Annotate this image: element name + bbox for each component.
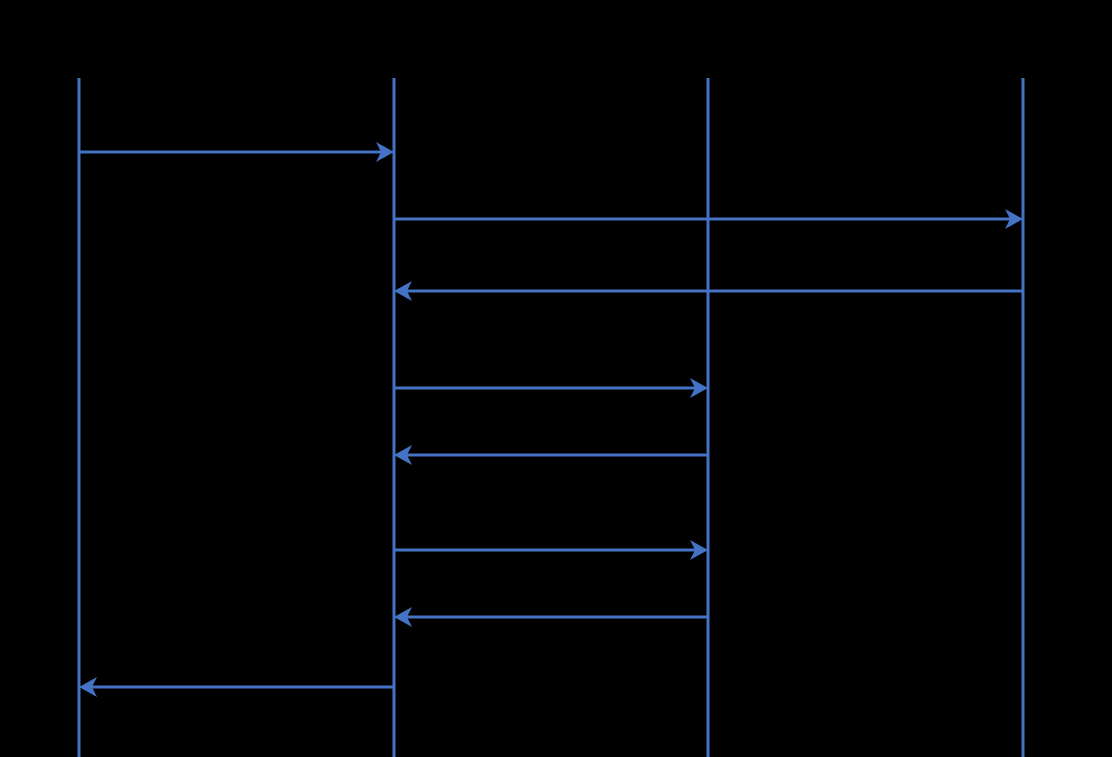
message-arrowhead — [394, 607, 412, 627]
message-arrowhead — [79, 677, 97, 697]
message-arrowhead — [690, 378, 708, 398]
message-arrowhead — [394, 281, 412, 301]
message-arrowhead — [1005, 209, 1023, 229]
message-arrowhead — [376, 142, 394, 162]
message-arrowhead — [394, 445, 412, 465]
message-arrowhead — [690, 540, 708, 560]
